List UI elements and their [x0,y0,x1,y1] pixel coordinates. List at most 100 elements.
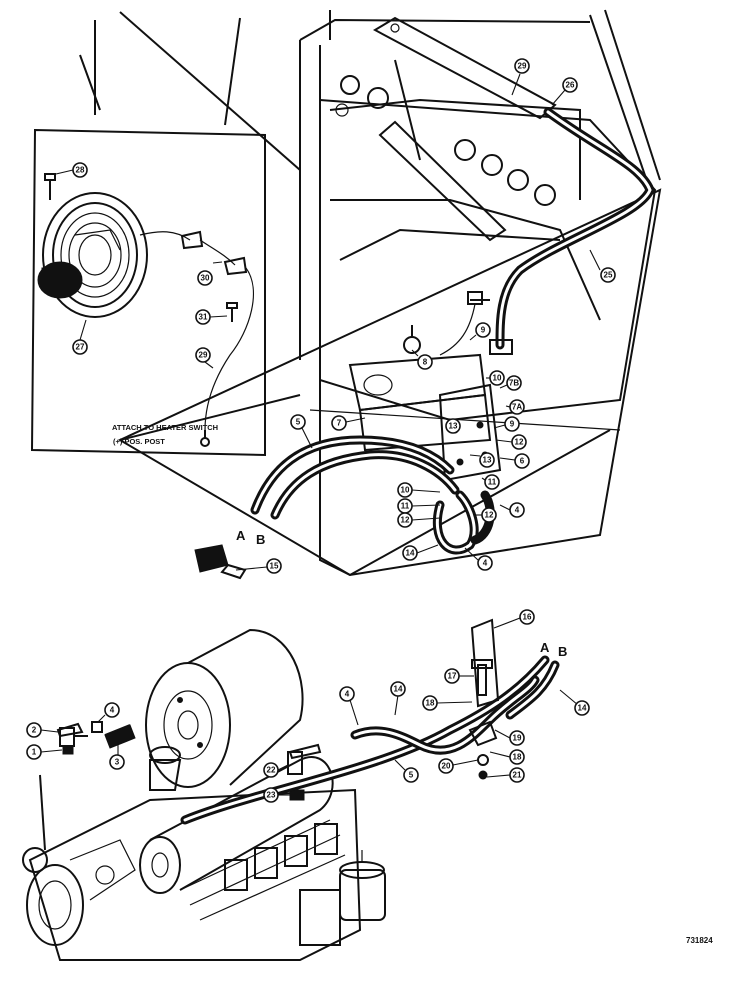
callout-4-left: 4 [97,702,120,723]
drawing-number: 731824 [686,936,713,945]
callout-21: 21 [486,767,525,783]
svg-text:4: 4 [515,506,520,515]
upper-heater-hoses: A B [236,435,495,555]
svg-text:4: 4 [345,690,350,699]
svg-text:1: 1 [32,748,37,757]
callout-12-left: 12 [397,512,441,528]
callout-12-lower: 12 [475,507,497,523]
svg-text:22: 22 [267,766,276,775]
svg-text:17: 17 [448,672,457,681]
callout-12-upper-right: 12 [495,434,527,450]
svg-text:9: 9 [510,420,515,429]
part-callouts: 28 29 25 26 30 31 27 29 5 7 8 9 10 7B 7A… [26,58,616,803]
svg-text:12: 12 [485,511,494,520]
engine-assembly [22,628,386,961]
callout-14-upper: 14 [402,544,439,561]
blower-inset: ATTACH TO HEATER SWITCH (+) POS. POST [30,128,266,457]
upper-hose-end-a: A [236,528,246,543]
callout-26: 26 [551,77,578,106]
callout-28: 28 [55,162,88,178]
callout-14-lower-left: 14 [390,681,406,716]
svg-text:23: 23 [267,791,276,800]
svg-text:26: 26 [566,81,575,90]
svg-text:7: 7 [337,419,342,428]
callout-5-lower: 5 [394,759,419,783]
callout-14-right: 14 [559,689,590,716]
callout-4-lower: 4 [339,686,359,726]
callout-2: 2 [26,722,59,738]
inset-note-line2: (+) POS. POST [113,437,165,446]
svg-text:30: 30 [201,274,210,283]
svg-text:4: 4 [110,706,115,715]
svg-text:9: 9 [481,326,486,335]
svg-text:3: 3 [115,758,120,767]
svg-text:12: 12 [401,516,410,525]
callout-18-upper: 18 [422,695,473,711]
svg-text:27: 27 [76,343,85,352]
callout-27: 27 [72,319,88,355]
svg-text:14: 14 [394,685,403,694]
callout-13-upper: 13 [445,418,461,434]
callout-9: 9 [469,322,491,341]
hose-clip [194,544,247,580]
svg-text:6: 6 [520,457,525,466]
callout-4-upper-right: 4 [499,502,525,518]
svg-text:11: 11 [401,502,410,511]
svg-text:29: 29 [518,62,527,71]
callout-6: 6 [499,453,530,469]
callout-17: 17 [444,668,474,684]
svg-text:7A: 7A [512,403,522,412]
svg-text:29: 29 [199,351,208,360]
svg-text:19: 19 [513,734,522,743]
svg-text:21: 21 [513,771,522,780]
callout-18-lower: 18 [489,749,525,765]
hose-bracket [468,618,500,780]
callout-30: 30 [197,261,223,286]
svg-text:13: 13 [449,422,458,431]
callout-29-top: 29 [511,58,530,96]
svg-text:10: 10 [493,374,502,383]
svg-text:25: 25 [604,271,613,280]
svg-text:18: 18 [426,699,435,708]
svg-text:13: 13 [483,456,492,465]
callout-13-lower: 13 [469,452,495,468]
svg-text:10: 10 [401,486,410,495]
callout-19: 19 [494,729,525,746]
callout-31: 31 [195,309,228,325]
svg-text:28: 28 [76,166,85,175]
callout-1: 1 [26,744,63,760]
callout-22: 22 [263,762,289,778]
callout-25: 25 [589,249,616,283]
svg-text:31: 31 [199,313,208,322]
inset-note-line1: ATTACH TO HEATER SWITCH [112,423,218,432]
svg-text:14: 14 [578,704,587,713]
callout-23: 23 [263,787,290,803]
callout-7b: 7B [499,375,522,391]
callout-10-upper: 10 [486,370,505,386]
svg-text:16: 16 [523,613,532,622]
svg-text:14: 14 [406,549,415,558]
svg-text:15: 15 [270,562,279,571]
svg-text:5: 5 [296,418,301,427]
callout-7: 7 [331,415,366,431]
upper-hose-end-b: B [256,532,265,547]
callout-11-right: 11 [481,474,500,490]
svg-text:12: 12 [515,438,524,447]
svg-text:11: 11 [488,478,497,487]
callout-4-upper: 4 [464,547,493,571]
svg-text:7B: 7B [509,379,519,388]
lower-heater-hoses: A B [180,640,567,825]
svg-text:4: 4 [483,559,488,568]
cab-structure [79,9,662,577]
callout-5-upper: 5 [290,414,313,449]
lower-hose-end-b: B [558,644,567,659]
callout-29-inset: 29 [195,347,214,369]
svg-text:2: 2 [32,726,37,735]
svg-text:8: 8 [423,358,428,367]
callout-10-left: 10 [397,482,441,498]
callout-11-left: 11 [397,498,441,514]
callout-3: 3 [109,742,125,770]
defroster-flex-hose [489,107,655,355]
drain-cock [56,721,136,755]
